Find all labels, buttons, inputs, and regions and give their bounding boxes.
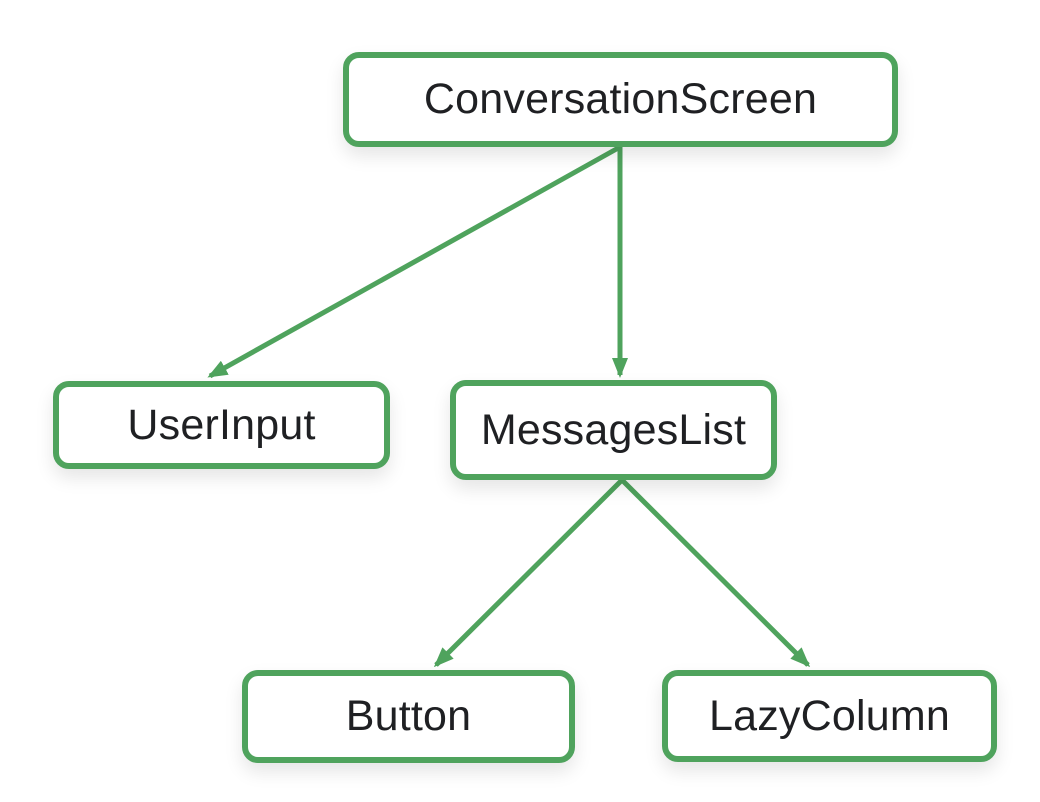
node-messages-list-label: MessagesList: [480, 405, 747, 454]
node-button: Button: [242, 670, 575, 763]
edge-messageslist-lazycolumn: [620, 478, 811, 668]
node-button-label: Button: [345, 692, 472, 740]
edge-messageslist-button: [433, 478, 624, 668]
node-conversation-screen: ConversationScreen: [343, 52, 898, 147]
node-conversation-screen-label: ConversationScreen: [423, 75, 818, 123]
node-user-input-label: UserInput: [127, 400, 316, 449]
node-user-input: UserInput: [53, 381, 390, 469]
edge-conversationscreen-userinput: [207, 144, 622, 379]
node-messages-list: MessagesList: [450, 380, 777, 480]
node-lazy-column: LazyColumn: [662, 670, 997, 762]
node-lazy-column-label: LazyColumn: [709, 691, 950, 740]
